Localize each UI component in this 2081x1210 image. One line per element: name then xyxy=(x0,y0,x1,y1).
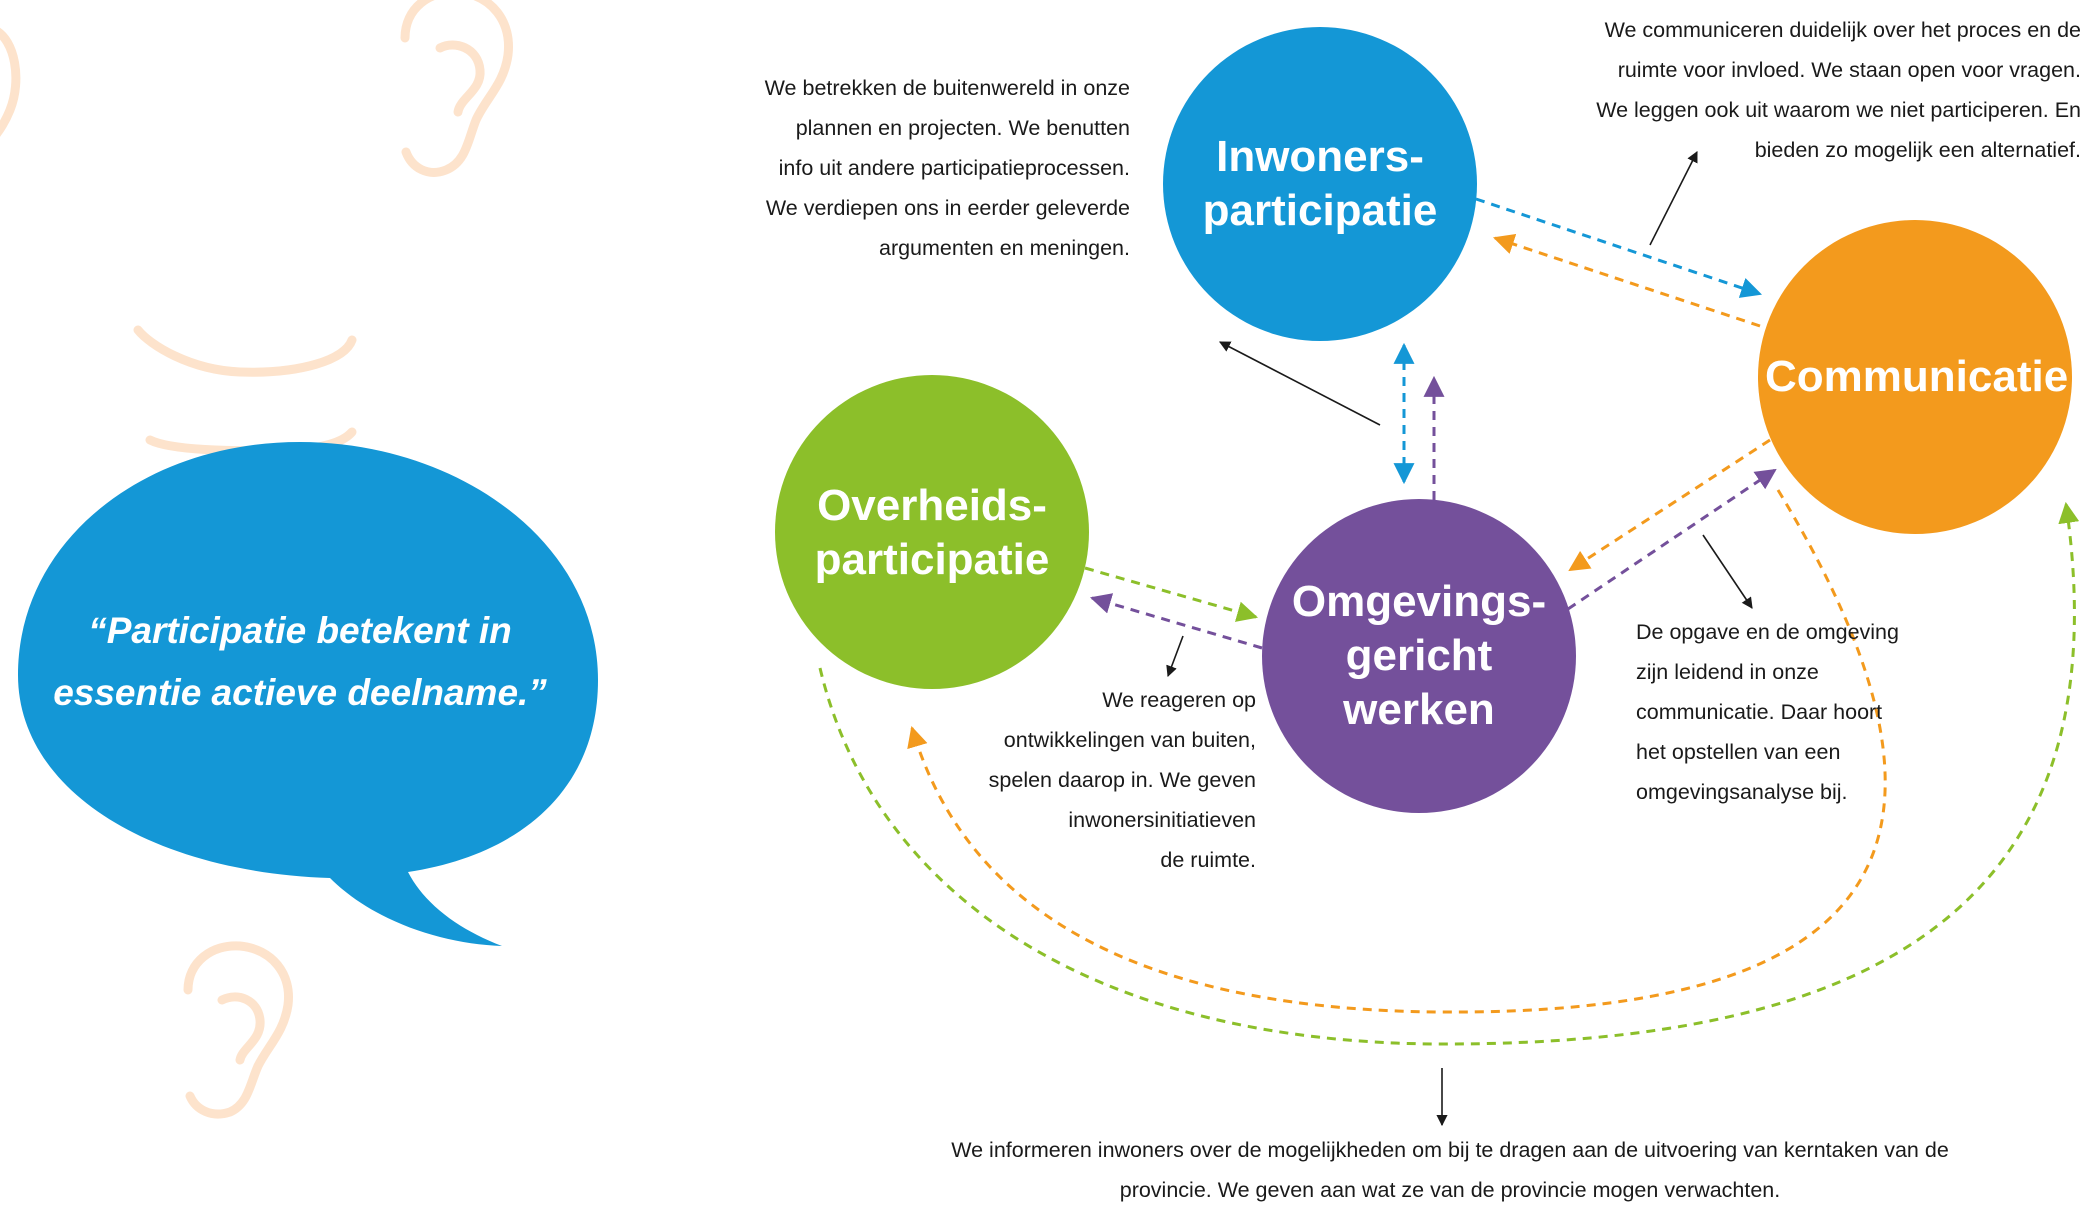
description-line: bieden zo mogelijk een alternatief. xyxy=(1754,138,2081,162)
node-label-overheids: Overheids- participatie xyxy=(782,479,1082,587)
link-communicatie-to-omgevings xyxy=(1568,438,1771,572)
node-label-line: Inwoners- xyxy=(1216,132,1424,181)
node-label-line: Overheids- xyxy=(817,481,1047,530)
arrow-to-inwoners-text xyxy=(1219,341,1381,426)
link-inwoners-to-communicatie xyxy=(1475,197,1762,298)
description-line: We reageren op xyxy=(1102,688,1256,712)
description-line: We verdiepen ons in eerder geleverde xyxy=(765,196,1130,220)
link-overheids-to-omgevings xyxy=(1084,566,1259,622)
arrow-to-omgevings-text xyxy=(1702,534,1753,609)
description-provincie: We informeren inwoners over de mogelijkh… xyxy=(860,1130,2040,1210)
node-label-communicatie: Communicatie xyxy=(1765,350,2069,404)
description-line: zijn leidend in onze xyxy=(1636,660,1819,684)
node-label-line: Omgevings- xyxy=(1291,577,1547,626)
description-line: provincie. We geven aan wat ze van de pr… xyxy=(1119,1178,1781,1202)
description-line: omgevingsanalyse bij. xyxy=(1636,780,1848,804)
description-line: inwonersinitiatieven xyxy=(1068,808,1256,832)
ear-icon xyxy=(183,941,293,1119)
description-line: ruimte voor invloed. We staan open voor … xyxy=(1617,58,2081,82)
node-label-line: participatie xyxy=(814,535,1050,584)
arrow-to-overheids-text xyxy=(1166,635,1184,678)
node-label-line: werken xyxy=(1343,685,1495,734)
node-communicatie xyxy=(1758,220,2072,534)
node-overheidsparticipatie xyxy=(775,375,1089,689)
node-label-omgevings: Omgevings- gericht werken xyxy=(1269,575,1569,737)
node-label-line: Communicatie xyxy=(1765,352,2069,401)
description-line: het opstellen van een xyxy=(1636,740,1841,764)
speech-bubble-icon xyxy=(18,442,598,946)
description-line: De opgave en de omgeving xyxy=(1636,620,1899,644)
quote-text: “Participatie betekent in essentie actie… xyxy=(40,600,560,724)
link-omgevings-to-overheids xyxy=(1089,593,1263,650)
ear-icon xyxy=(400,0,513,177)
description-line: ontwikkelingen van buiten, xyxy=(1003,728,1256,752)
quote-line: essentie actieve deelname.” xyxy=(53,672,547,713)
link-communicatie-to-overheids xyxy=(907,489,1887,1014)
description-inwoners: We betrekken de buitenwereld in onze pla… xyxy=(640,68,1130,268)
description-line: de ruimte. xyxy=(1160,848,1256,872)
description-line: argumenten en meningen. xyxy=(878,236,1130,260)
link-overheids-to-communicatie xyxy=(818,501,2080,1046)
arrow-to-communicatie-text xyxy=(1649,151,1698,246)
node-label-line: participatie xyxy=(1202,186,1438,235)
description-line: info uit andere participatieprocessen. xyxy=(778,156,1130,180)
node-omgevingsgericht-werken xyxy=(1262,499,1576,813)
description-line: plannen en projecten. We benutten xyxy=(795,116,1130,140)
description-line: spelen daarop in. We geven xyxy=(988,768,1256,792)
description-line: We leggen ook uit waarom we niet partici… xyxy=(1596,98,2081,122)
link-communicatie-to-inwoners xyxy=(1493,233,1761,328)
description-line: communicatie. Daar hoort xyxy=(1636,700,1883,724)
ear-icon xyxy=(0,27,21,137)
ear-icon xyxy=(133,325,357,456)
quote-line: “Participatie betekent in xyxy=(88,610,512,651)
node-label-inwoners: Inwoners- participatie xyxy=(1170,130,1470,238)
description-line: We informeren inwoners over de mogelijkh… xyxy=(951,1138,1949,1162)
description-overheids: We reageren op ontwikkelingen van buiten… xyxy=(910,680,1256,880)
description-line: We betrekken de buitenwereld in onze xyxy=(764,76,1130,100)
node-label-line: gericht xyxy=(1345,631,1493,680)
description-omgevings: De opgave en de omgeving zijn leidend in… xyxy=(1636,612,1976,812)
node-inwonersparticipatie xyxy=(1163,27,1477,341)
link-omgevings-to-communicatie xyxy=(1567,468,1777,611)
description-line: We communiceren duidelijk over het proce… xyxy=(1604,18,2081,42)
description-communicatie: We communiceren duidelijk over het proce… xyxy=(1476,10,2081,170)
